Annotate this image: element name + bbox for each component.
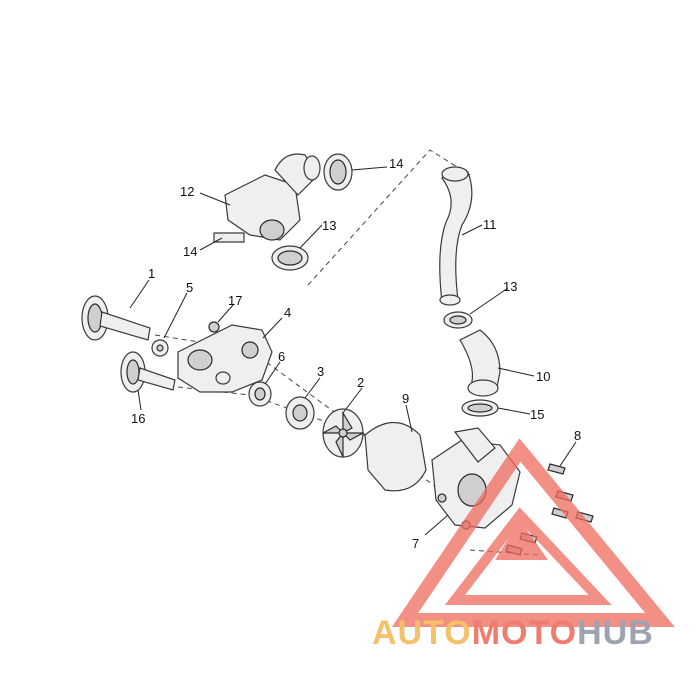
watermark-hub: HUB [577, 614, 654, 652]
callout-8: 8 [574, 428, 581, 443]
callout-numbers: 1 2 3 4 5 6 7 8 9 10 11 12 13 13 14 14 1… [131, 156, 581, 551]
callout-17: 17 [228, 293, 242, 308]
part-14-hose-clamp-top [323, 153, 353, 191]
part-7-pump-housing [431, 427, 521, 530]
watermark-triangle-logo [391, 438, 675, 627]
callout-11: 11 [483, 217, 497, 232]
callout-4: 4 [284, 305, 291, 320]
part-3-bearing [285, 396, 315, 430]
callout-7: 7 [412, 536, 419, 551]
part-9-gasket [364, 422, 427, 492]
part-13-hose-clamp-right [443, 311, 473, 329]
part-15-clamp [461, 399, 499, 417]
part-2-impeller [322, 408, 364, 458]
part-17-screw [208, 321, 220, 333]
callout-1: 1 [148, 266, 155, 281]
part-16-gear-shaft [120, 351, 176, 393]
callout-12: 12 [180, 184, 194, 199]
callout-6: 6 [278, 349, 285, 364]
part-14-clip-left [213, 232, 245, 243]
callout-10: 10 [536, 369, 550, 384]
callout-9: 9 [402, 391, 409, 406]
callout-15: 15 [530, 407, 544, 422]
callout-14-left: 14 [183, 244, 197, 259]
part-4-pump-cover [177, 324, 273, 393]
part-11-coolant-hose [439, 166, 473, 306]
part-10-short-hose [459, 329, 501, 397]
part-1-drive-gear-shaft [81, 295, 151, 341]
callout-5: 5 [186, 280, 193, 295]
part-5-washer [151, 339, 169, 357]
watermark-automotohub: AUTOMOTOHUB [372, 614, 692, 658]
callout-13-top: 13 [322, 218, 336, 233]
watermark-moto: MOTO [471, 614, 578, 652]
part-13-hose-clamp-top [271, 245, 309, 271]
watermark-auto: AUTO [372, 614, 472, 652]
callout-3: 3 [317, 364, 324, 379]
callout-13-right: 13 [503, 279, 517, 294]
callout-leaders [129, 166, 577, 536]
callout-14-top: 14 [389, 156, 403, 171]
callout-16: 16 [131, 411, 145, 426]
part-12-thermostat-housing [224, 153, 321, 241]
part-6-seal [248, 381, 272, 407]
callout-2: 2 [357, 375, 364, 390]
